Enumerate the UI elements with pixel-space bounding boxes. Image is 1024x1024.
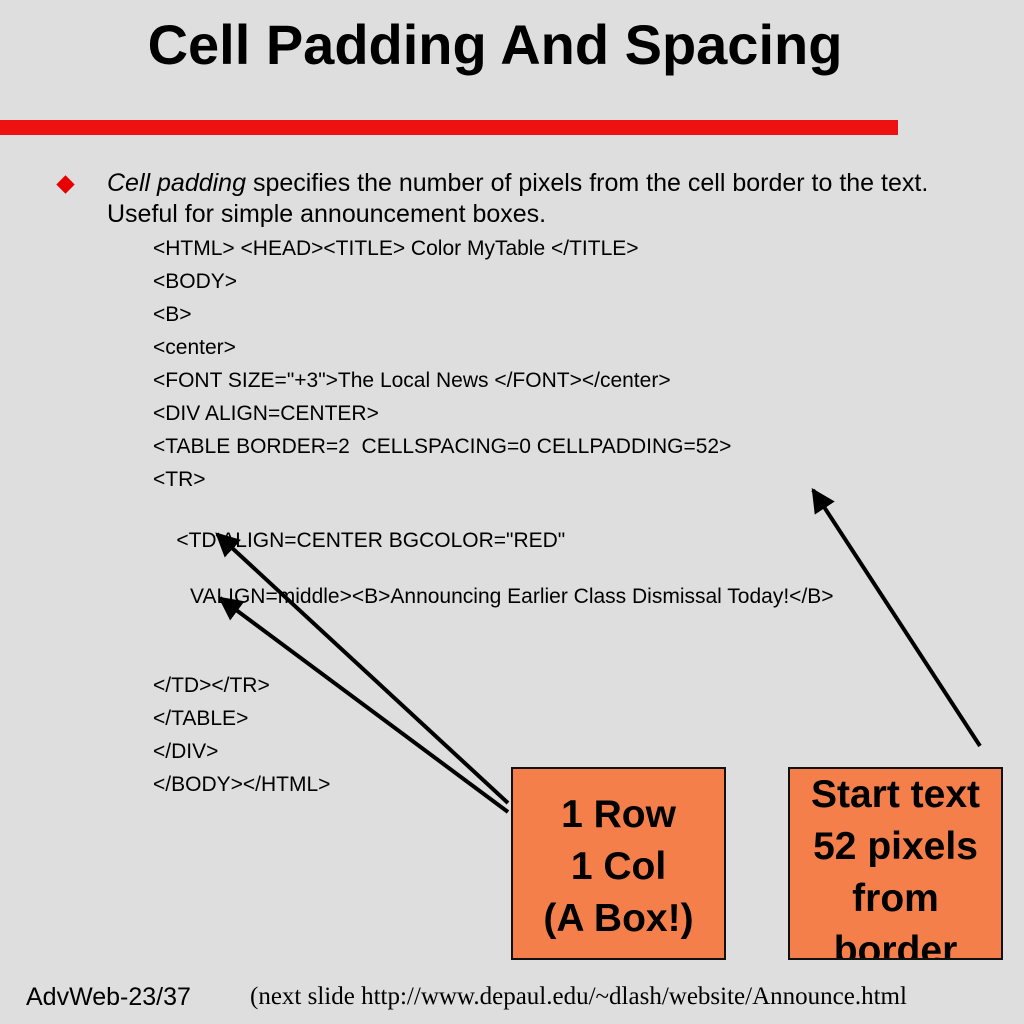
code-line: <center>	[153, 336, 236, 359]
code-line: <BODY>	[153, 270, 238, 293]
callout-line: Start text	[810, 773, 981, 816]
title-divider	[0, 120, 898, 135]
slide-number: AdvWeb-23/37	[26, 983, 191, 1011]
code-line: </TABLE>	[153, 707, 249, 730]
callout-one-row-one-col: 1 Row 1 Col (A Box!)	[511, 767, 726, 960]
code-line: <FONT SIZE="+3">The Local News </FONT></…	[153, 369, 671, 392]
code-line-continued: VALIGN=middle><B>Announcing Earlier Clas…	[190, 585, 834, 608]
bullet-description: specifies the number of pixels from the …	[107, 169, 929, 228]
code-line: <TD ALIGN=CENTER BGCOLOR="RED"	[176, 529, 566, 552]
diamond-bullet-icon	[56, 175, 75, 194]
slide-title: Cell Padding And Spacing	[147, 13, 843, 76]
next-slide-link[interactable]: (next slide http://www.depaul.edu/~dlash…	[250, 983, 907, 1010]
callout-line: (A Box!)	[543, 897, 694, 940]
code-line: <HTML> <HEAD><TITLE> Color MyTable </TIT…	[153, 237, 639, 260]
callout-line: 1 Row	[561, 793, 676, 836]
code-line: <DIV ALIGN=CENTER>	[153, 402, 379, 425]
code-line: <B>	[153, 303, 192, 326]
bullet-term: Cell padding	[107, 169, 246, 197]
callout-line: border	[833, 929, 958, 960]
callout-line: 1 Col	[570, 845, 667, 888]
callout-line: 52 pixels	[813, 825, 978, 868]
code-line: <TABLE BORDER=2 CELLSPACING=0 CELLPADDIN…	[153, 435, 732, 458]
callout-line: from	[852, 877, 939, 920]
code-line-td: <TD ALIGN=CENTER BGCOLOR="RED" VALIGN=mi…	[153, 499, 1013, 667]
code-line: <TR>	[153, 468, 206, 491]
callout-cellpadding: Start text 52 pixels from border	[788, 767, 1003, 960]
code-line: </TD></TR>	[153, 674, 270, 697]
code-sample: <HTML> <HEAD><TITLE> Color MyTable </TIT…	[153, 235, 1013, 804]
bullet-text: Cell padding specifies the number of pix…	[107, 168, 987, 230]
code-line: </DIV>	[153, 740, 219, 763]
